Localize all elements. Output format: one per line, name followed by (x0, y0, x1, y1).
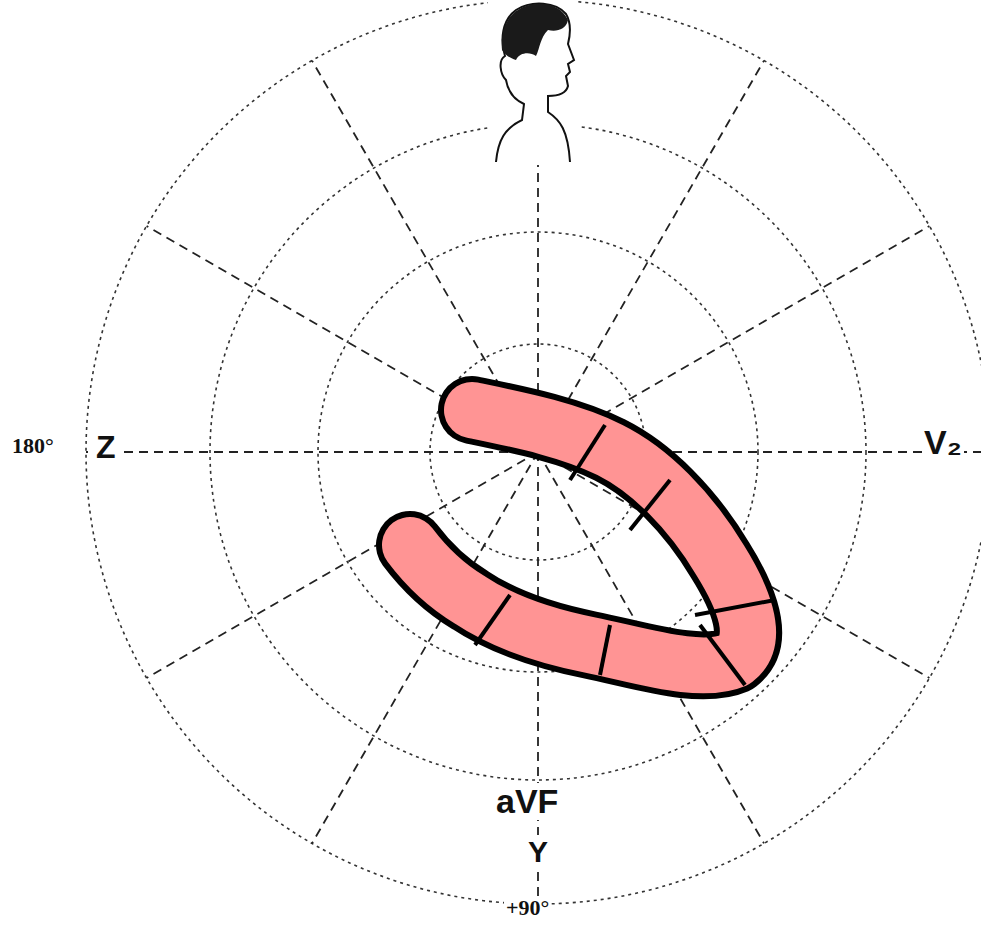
ventricle-illustration (410, 410, 775, 685)
head-figure (488, 0, 578, 165)
angle-label: +90° (504, 896, 551, 920)
axis-line (86, 451, 538, 453)
axis-label: Y (526, 835, 550, 868)
axis-label: Z (94, 430, 118, 465)
angle-label: 180° (10, 434, 56, 458)
lead-label: aVF (494, 783, 560, 820)
lead-label: V₂ (922, 424, 964, 461)
concentric-circles (86, 0, 981, 904)
segment-dividers (475, 425, 775, 685)
radial-axes (86, 0, 981, 904)
